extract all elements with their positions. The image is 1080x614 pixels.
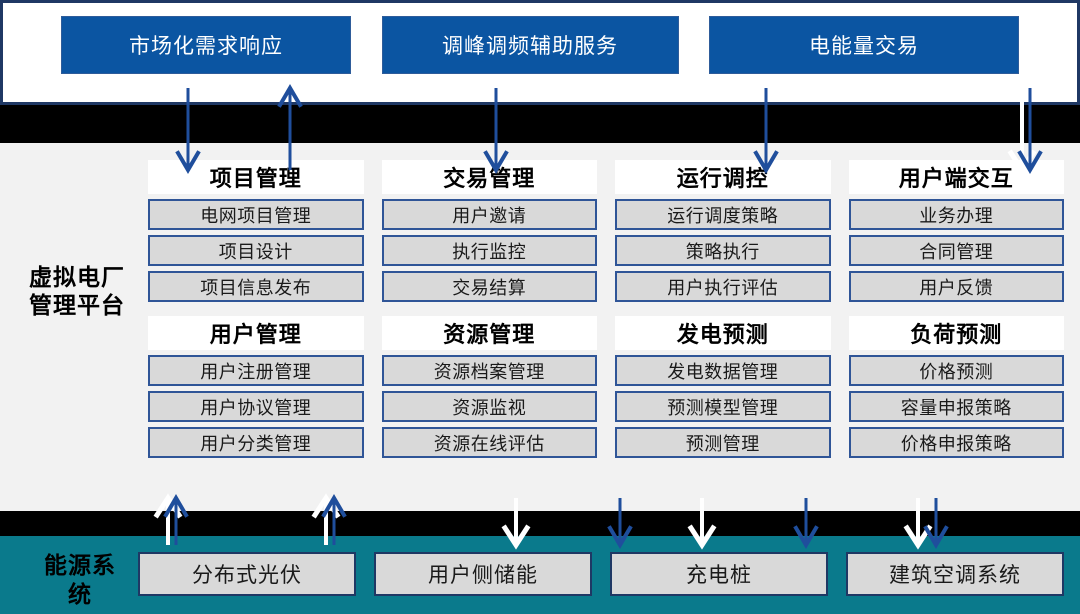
- module-item[interactable]: 用户协议管理: [148, 391, 364, 422]
- group-title: 用户管理: [148, 316, 364, 350]
- module-item[interactable]: 用户邀请: [381, 199, 597, 230]
- module-item[interactable]: 用户注册管理: [148, 355, 364, 386]
- market-services-row: 市场化需求响应 调峰调频辅助服务 电能量交易: [3, 3, 1077, 102]
- group-title: 项目管理: [148, 160, 364, 194]
- module-item[interactable]: 资源档案管理: [381, 355, 597, 386]
- module-group-load-forecast: 负荷预测 价格预测 容量申报策略 价格申报策略: [848, 316, 1064, 458]
- module-item[interactable]: 项目设计: [148, 235, 364, 266]
- energy-system-band: 能源系统 分布式光伏 用户侧储能 充电桩 建筑空调系统: [0, 536, 1080, 614]
- energy-system-label: 能源系统: [44, 552, 116, 607]
- energy-asset-user-side-storage[interactable]: 用户侧储能: [374, 552, 592, 596]
- module-item[interactable]: 执行监控: [381, 235, 597, 266]
- vpp-platform-band: 虚拟电厂管理平台 项目管理 电网项目管理 项目设计 项目信息发布 交易管理 用户…: [0, 143, 1080, 511]
- module-item[interactable]: 用户反馈: [848, 271, 1064, 302]
- module-item[interactable]: 合同管理: [848, 235, 1064, 266]
- module-group-generation-forecast: 发电预测 发电数据管理 预测模型管理 预测管理: [615, 316, 831, 458]
- group-title: 用户端交互: [848, 160, 1064, 194]
- module-item[interactable]: 价格申报策略: [848, 427, 1064, 458]
- energy-asset-building-hvac[interactable]: 建筑空调系统: [846, 552, 1064, 596]
- energy-asset-distributed-pv[interactable]: 分布式光伏: [138, 552, 356, 596]
- module-item[interactable]: 预测模型管理: [615, 391, 831, 422]
- energy-system-row: 分布式光伏 用户侧储能 充电桩 建筑空调系统: [138, 552, 1064, 596]
- market-services-band: 市场化需求响应 调峰调频辅助服务 电能量交易: [0, 0, 1080, 105]
- module-group-project-management: 项目管理 电网项目管理 项目设计 项目信息发布: [148, 160, 364, 302]
- module-item[interactable]: 项目信息发布: [148, 271, 364, 302]
- group-title: 发电预测: [615, 316, 831, 350]
- module-item[interactable]: 运行调度策略: [615, 199, 831, 230]
- module-item[interactable]: 用户分类管理: [148, 427, 364, 458]
- module-item[interactable]: 容量申报策略: [848, 391, 1064, 422]
- market-service-button-peak-frequency-regulation[interactable]: 调峰调频辅助服务: [381, 15, 679, 74]
- module-item[interactable]: 交易结算: [381, 271, 597, 302]
- vpp-platform-label: 虚拟电厂管理平台: [29, 264, 125, 319]
- module-group-trade-management: 交易管理 用户邀请 执行监控 交易结算: [381, 160, 597, 302]
- module-item[interactable]: 价格预测: [848, 355, 1064, 386]
- module-group-user-interaction: 用户端交互 业务办理 合同管理 用户反馈: [848, 160, 1064, 302]
- module-item[interactable]: 用户执行评估: [615, 271, 831, 302]
- energy-asset-charging-pile[interactable]: 充电桩: [610, 552, 828, 596]
- module-item[interactable]: 资源在线评估: [381, 427, 597, 458]
- module-item[interactable]: 预测管理: [615, 427, 831, 458]
- group-title: 运行调控: [615, 160, 831, 194]
- module-item[interactable]: 电网项目管理: [148, 199, 364, 230]
- vpp-module-grid: 项目管理 电网项目管理 项目设计 项目信息发布 交易管理 用户邀请 执行监控 交…: [148, 160, 1064, 458]
- market-service-button-energy-trading[interactable]: 电能量交易: [709, 15, 1019, 74]
- module-item[interactable]: 策略执行: [615, 235, 831, 266]
- group-title: 交易管理: [381, 160, 597, 194]
- module-group-user-management: 用户管理 用户注册管理 用户协议管理 用户分类管理: [148, 316, 364, 458]
- market-service-button-demand-response[interactable]: 市场化需求响应: [61, 15, 351, 74]
- module-item[interactable]: 发电数据管理: [615, 355, 831, 386]
- group-title: 资源管理: [381, 316, 597, 350]
- module-group-operation-control: 运行调控 运行调度策略 策略执行 用户执行评估: [615, 160, 831, 302]
- module-item[interactable]: 资源监视: [381, 391, 597, 422]
- module-item[interactable]: 业务办理: [848, 199, 1064, 230]
- group-title: 负荷预测: [848, 316, 1064, 350]
- module-group-resource-management: 资源管理 资源档案管理 资源监视 资源在线评估: [381, 316, 597, 458]
